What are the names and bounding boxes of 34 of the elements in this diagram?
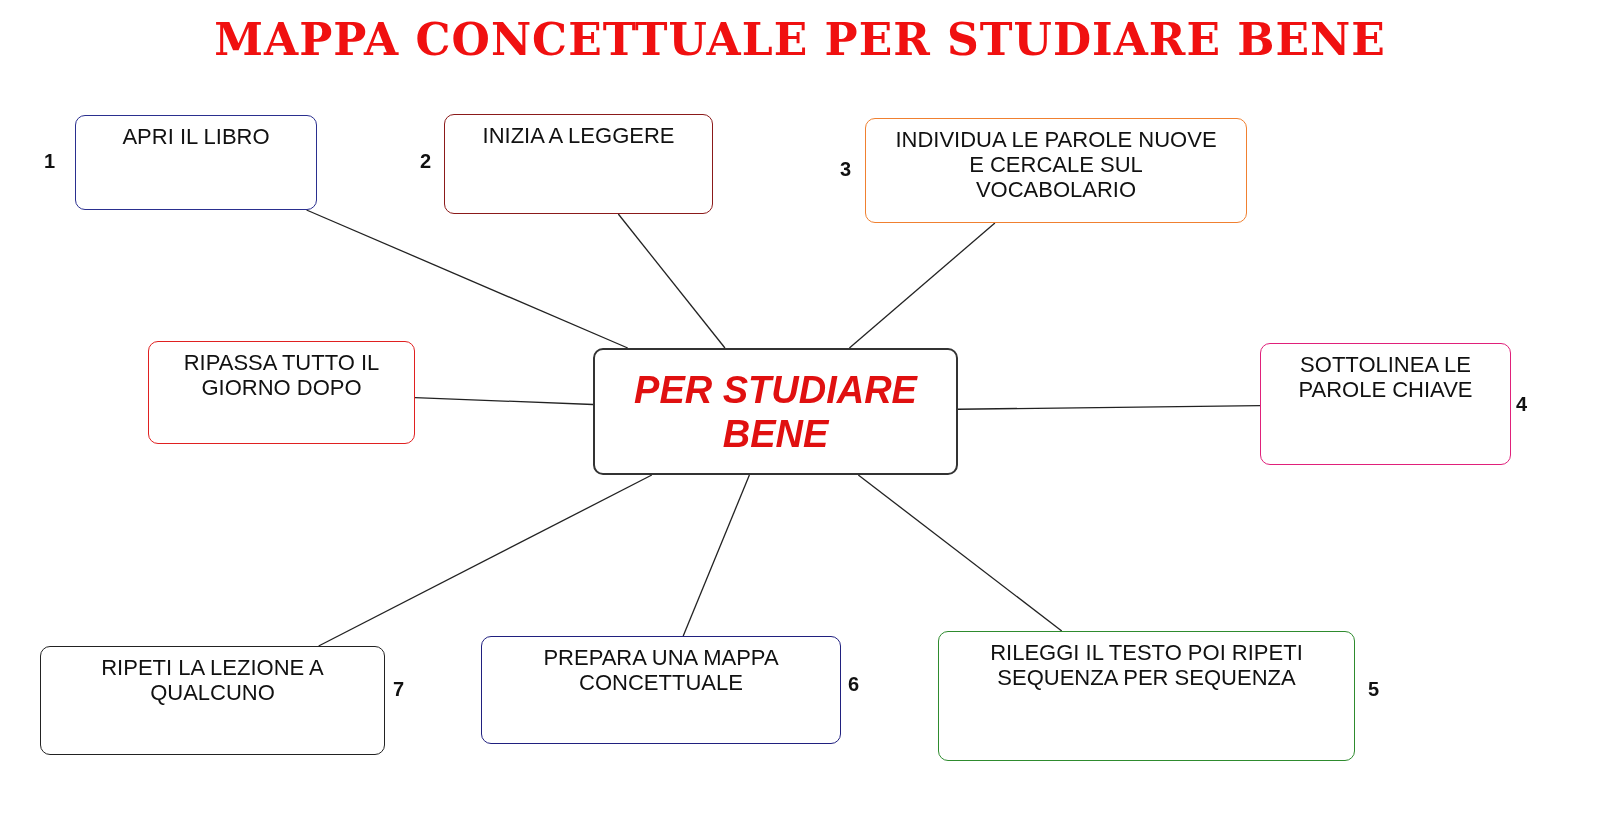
connector-line — [617, 213, 726, 349]
step-number: 3 — [840, 158, 852, 181]
connector-line — [857, 474, 1063, 632]
concept-box — [481, 636, 841, 744]
concept-box — [938, 631, 1355, 761]
connector-line — [957, 404, 1261, 410]
concept-box — [75, 115, 317, 210]
step-number: 5 — [1368, 678, 1380, 701]
concept-box — [865, 118, 1247, 223]
step-number: 2 — [420, 150, 432, 173]
step-number: 6 — [848, 673, 860, 696]
title: MAPPA CONCETTUALE PER STUDIARE BENE — [213, 14, 1387, 65]
step-number: 1 — [44, 150, 56, 173]
concept-box — [444, 114, 713, 214]
concept-text: INIZIA A LEGGERE — [482, 123, 675, 148]
connector-line — [682, 474, 751, 637]
connector-line — [414, 397, 594, 406]
connector-line — [318, 474, 653, 647]
connector-line — [848, 222, 996, 349]
concept-text: RILEGGI IL TESTO POI RIPETI SEQUENZA PER SEQUENZA — [989, 640, 1304, 690]
concept-box — [1260, 343, 1511, 465]
concept-text: INDIVIDUA LE PAROLE NUOVE E CERCALE SUL VOCABOLARIO — [894, 127, 1218, 202]
central-concept-box — [593, 348, 958, 475]
step-number: 7 — [393, 678, 405, 701]
concept-text: PREPARA UNA MAPPA CONCETTUALE — [542, 645, 780, 695]
concept-text: RIPASSA TUTTO IL GIORNO DOPO — [182, 350, 381, 400]
concept-box — [148, 341, 415, 444]
connector-line — [305, 209, 629, 349]
concept-box — [40, 646, 385, 755]
central-concept-text: PER STUDIARE BENE — [633, 367, 919, 456]
concept-text: SOTTOLINEA LE PAROLE CHIAVE — [1297, 352, 1474, 402]
step-number: 4 — [1516, 393, 1528, 416]
concept-text: RIPETI LA LEZIONE A QUALCUNO — [100, 655, 325, 705]
concept-text: APRI IL LIBRO — [122, 124, 270, 149]
